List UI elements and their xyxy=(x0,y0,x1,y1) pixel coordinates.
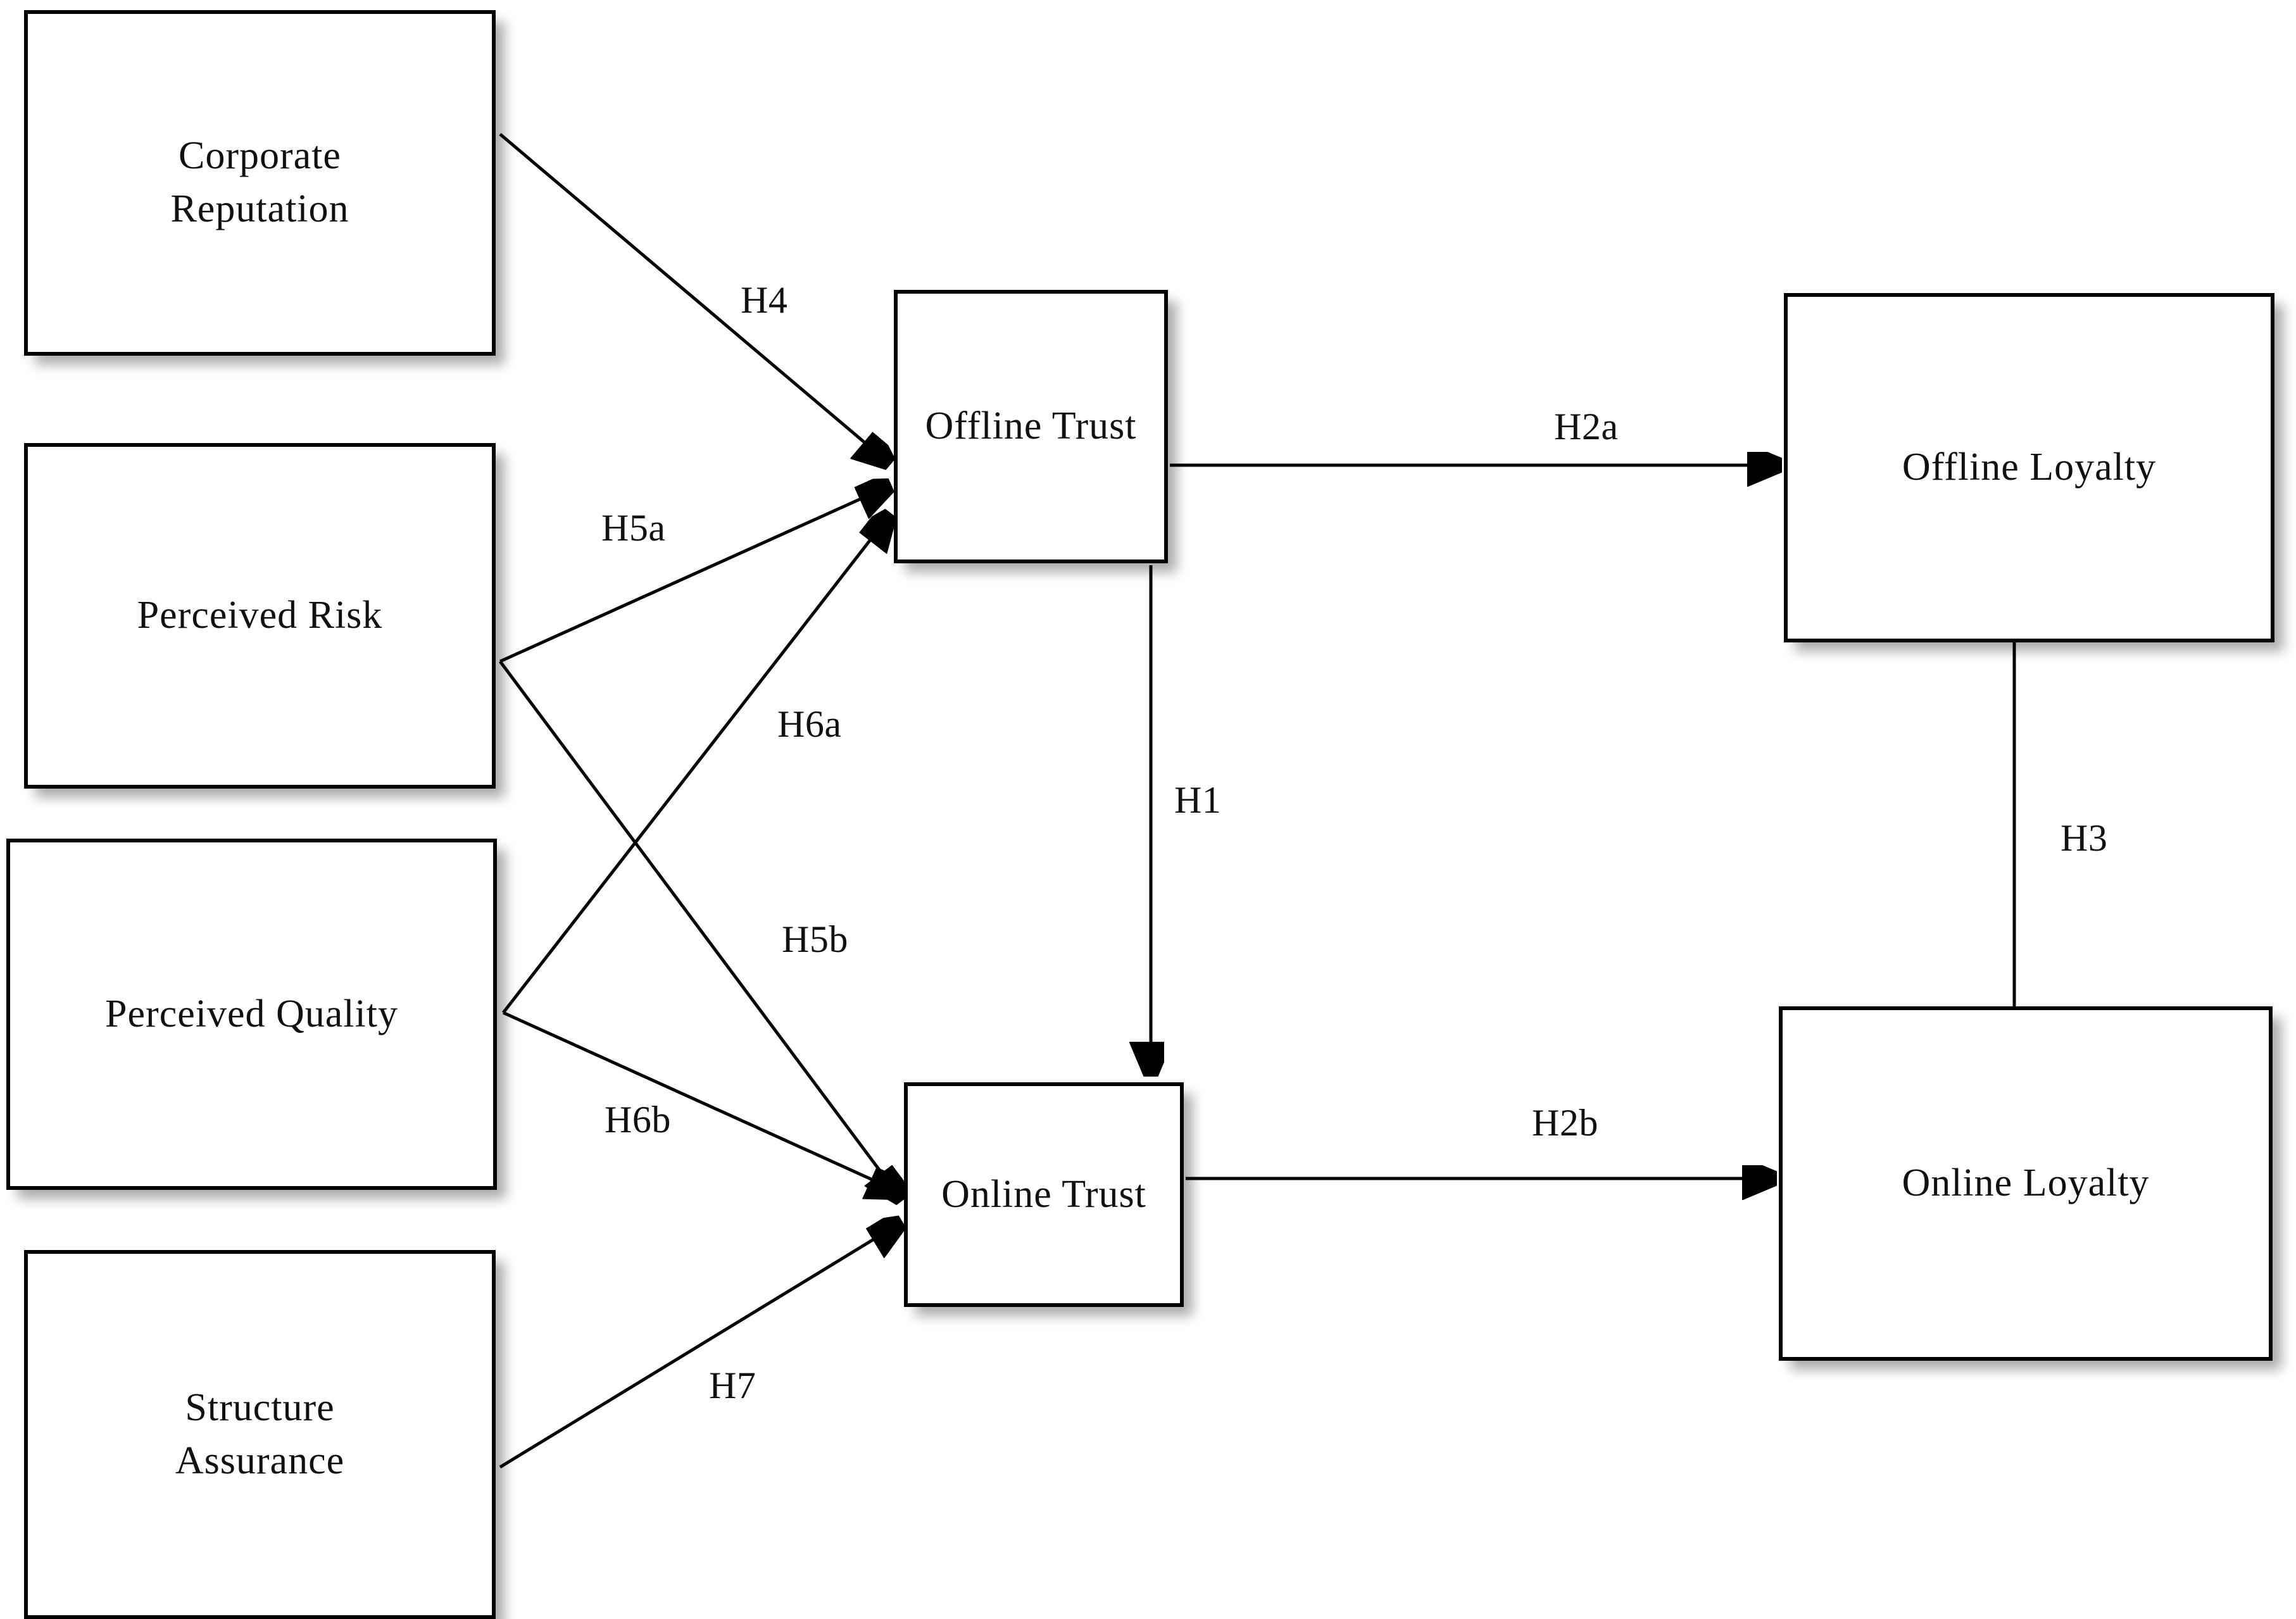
edge-label-h5a: H5a xyxy=(601,507,666,549)
node-structure-assurance[interactable]: Structure Assurance xyxy=(24,1250,496,1619)
edge-label-h3: H3 xyxy=(2061,817,2108,859)
edge-label-h1: H1 xyxy=(1174,779,1222,821)
node-label-offline-loyalty: Offline Loyalty xyxy=(1902,446,2157,489)
edge-h5b xyxy=(498,660,899,1196)
node-offline-loyalty[interactable]: Offline Loyalty xyxy=(1784,293,2274,642)
edge-h7 xyxy=(499,1225,898,1469)
node-online-trust[interactable]: Online Trust xyxy=(904,1082,1184,1307)
node-label-corporate-reputation: Corporate Reputation xyxy=(170,134,349,230)
edge-label-h6b: H6b xyxy=(605,1099,671,1141)
node-label-structure-assurance: Structure Assurance xyxy=(175,1385,345,1482)
edge-h5a xyxy=(499,487,886,663)
edge-label-h7: H7 xyxy=(709,1365,756,1406)
node-perceived-risk[interactable]: Perceived Risk xyxy=(24,443,496,789)
edge-h6a xyxy=(502,518,888,1014)
edge-label-h2b: H2b xyxy=(1532,1102,1598,1144)
node-corporate-reputation[interactable]: Corporate Reputation xyxy=(24,10,496,356)
edge-h6b xyxy=(502,1011,898,1191)
edge-label-h4: H4 xyxy=(741,279,788,321)
node-label-online-trust: Online Trust xyxy=(941,1172,1146,1216)
edge-label-h6a: H6a xyxy=(777,703,842,745)
node-perceived-quality[interactable]: Perceived Quality xyxy=(6,839,497,1190)
node-online-loyalty[interactable]: Online Loyalty xyxy=(1779,1006,2273,1361)
edge-label-h5b: H5b xyxy=(782,918,848,960)
node-label-perceived-risk: Perceived Risk xyxy=(137,594,383,637)
edge-label-h2a: H2a xyxy=(1554,406,1619,447)
node-label-offline-trust: Offline Trust xyxy=(925,404,1137,448)
node-offline-trust[interactable]: Offline Trust xyxy=(894,290,1168,563)
node-label-perceived-quality: Perceived Quality xyxy=(105,992,398,1035)
edge-h4 xyxy=(499,133,886,461)
node-label-online-loyalty: Online Loyalty xyxy=(1902,1161,2150,1205)
